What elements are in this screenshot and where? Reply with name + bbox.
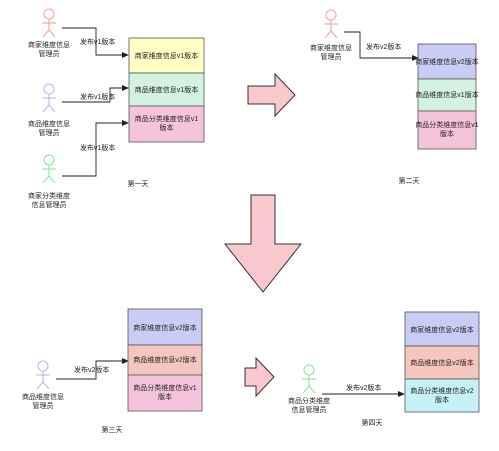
publish-edge [56,358,129,380]
panel-caption: 第二天 [399,176,420,185]
edge-label: 发布v2版本 [346,383,381,392]
panel-day-1: 商家维度信息管理员 商品维度信息管理员 商家分类维度信息管理员 发 [28,8,205,209]
version-box-label: 商家维度信息v1版本 [135,51,198,60]
edge-label: 发布v1版本 [80,37,115,46]
actor-label: 商家维度信息管理员 [28,40,70,58]
category-admin-actor-icon [42,154,56,184]
merchant-admin-actor-icon [324,9,338,39]
version-box [417,78,477,112]
panel-caption: 第三天 [102,425,123,434]
version-box [417,110,477,150]
merchant-admin-actor-icon [42,8,56,38]
actor-label: 商家分类维度信息管理员 [28,191,70,209]
edge-label: 发布v2版本 [74,365,109,374]
version-box [404,311,480,347]
version-box-label: 商品维度信息v2版本 [410,358,473,367]
version-box [128,105,205,143]
version-box [404,378,480,413]
publish-edge [62,120,129,177]
product-admin-actor-icon [36,360,50,390]
panel-day-2: 商家维度信息管理员 发布v2版本 商家维度信息v2版本 商品维度信息v1版本 商… [310,9,479,185]
category-admin-actor-icon [302,364,316,394]
next-day-arrow-right-2 [244,356,275,398]
publish-edge [62,85,129,103]
product-admin-actor-icon [42,83,56,113]
version-box-label: 商家维度信息v2版本 [410,325,473,334]
publish-edge [344,31,419,61]
version-box-label: 商品维度信息v1版本 [415,90,478,99]
actor-label: 商品维度信息管理员 [28,119,70,137]
panel-caption: 第四天 [362,418,383,427]
panel-caption: 第一天 [128,179,149,188]
version-box-label: 商品维度信息v1版本 [135,85,198,94]
panel-day-3: 商品维度信息管理员 发布v2版本 商家维度信息v2版本 商品维度信息v2版本 商… [22,308,203,434]
edge-label: 发布v1版本 [80,92,115,101]
version-box [404,345,480,380]
actor-label: 商家维度信息管理员 [310,43,352,61]
edge-label: 发布v2版本 [366,42,401,51]
publish-edge [62,27,129,58]
version-box [417,43,477,80]
version-box [127,344,203,376]
version-box-label: 商家维度信息v2版本 [415,57,478,66]
version-box-label: 商品维度信息v2版本 [133,355,196,364]
version-box-label: 商家维度信息v2版本 [133,323,196,332]
next-day-arrow-down [223,194,303,293]
panel-day-4: 商品分类维度信息管理员 发布v2版本 商家维度信息v2版本 商品维度信息v2版本… [288,311,480,427]
version-box [127,374,203,412]
actor-label: 商品分类维度信息管理员 [288,396,330,414]
actor-label: 商品维度信息管理员 [22,392,64,410]
version-box [128,37,205,74]
next-day-arrow-right [247,72,296,118]
edge-label: 发布v1版本 [80,143,115,152]
